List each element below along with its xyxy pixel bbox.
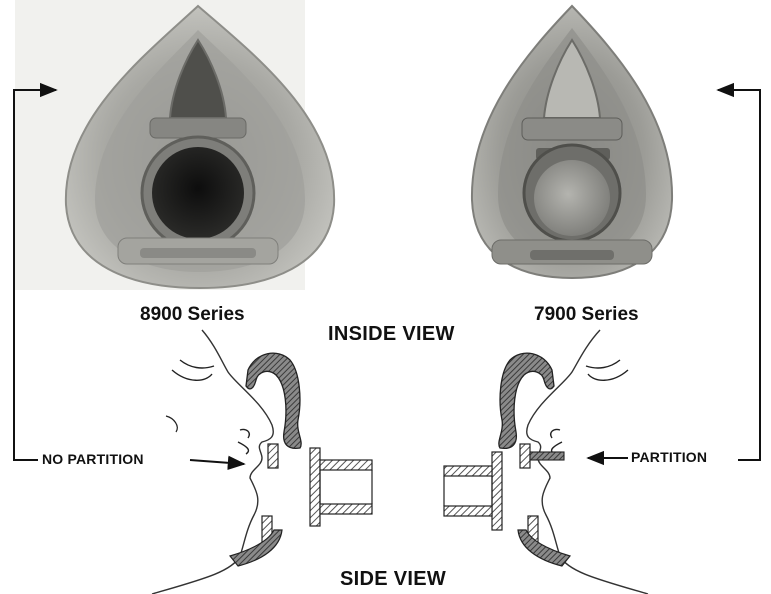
inside-view-label: INSIDE VIEW [328, 323, 455, 346]
partition-label: PARTITION [631, 449, 707, 465]
side-view-label: SIDE VIEW [340, 568, 446, 591]
mask-section-left [230, 353, 372, 566]
no-partition-label: NO PARTITION [42, 451, 144, 467]
series-label-7900: 7900 Series [534, 304, 639, 326]
series-label-8900: 8900 Series [140, 304, 245, 326]
mask-photo-7900 [472, 6, 672, 278]
no-partition-pointer [190, 460, 244, 464]
mask-photo-8900 [15, 0, 334, 290]
mask-section-right [444, 353, 570, 566]
right-bracket-arrow [718, 90, 760, 460]
